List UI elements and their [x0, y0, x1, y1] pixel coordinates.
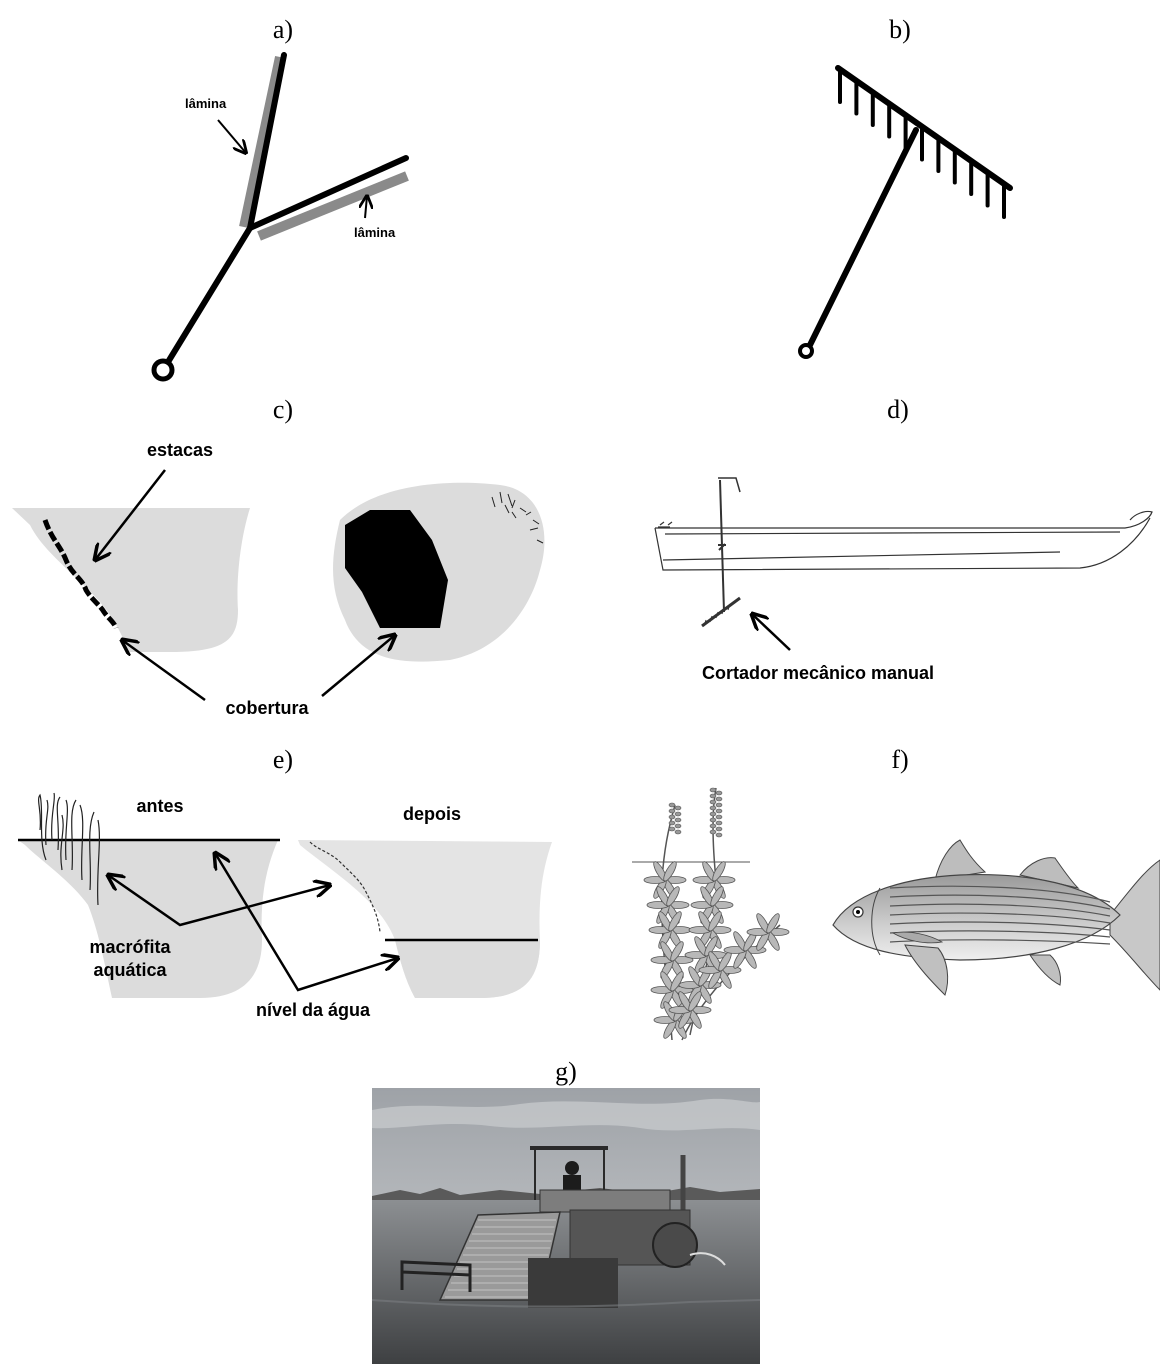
boat: [655, 511, 1152, 570]
panel-c: c) estacas cobertura: [12, 395, 544, 718]
panel-e-label: e): [273, 745, 293, 774]
cutter-arrow: [752, 614, 790, 650]
fish-anal-fin: [1030, 955, 1061, 985]
tool-arm-right: [250, 158, 406, 228]
harvester-photo: [372, 1088, 760, 1364]
flower-bud: [669, 809, 675, 813]
flower-bud: [710, 788, 716, 792]
panel-f: f): [632, 745, 1160, 1040]
panel-b-label: b): [889, 15, 911, 44]
plant-leaves: [644, 860, 789, 1040]
stakes-label: estacas: [147, 440, 213, 460]
flower-bud: [710, 818, 716, 822]
flower-bud: [710, 830, 716, 834]
flower-bud: [716, 833, 722, 837]
macrophyte-label-line2: aquática: [93, 960, 167, 980]
handle-ring: [154, 361, 172, 379]
paddle-wheel: [653, 1223, 697, 1267]
flower-bud: [710, 806, 716, 810]
macrophyte-label-line1: macrófita: [89, 937, 171, 957]
boat-hull: [655, 518, 1150, 570]
flower-bud: [710, 800, 716, 804]
tool-arm-left: [250, 55, 284, 228]
flower-bud: [710, 794, 716, 798]
harvester-pontoon: [528, 1258, 618, 1308]
before-label: antes: [136, 796, 183, 816]
aquatic-plant-illustration: [632, 788, 789, 1040]
panel-d: d) Cortador mecânico manual: [655, 395, 1152, 683]
panel-b: b): [800, 15, 1010, 357]
flower-bud: [675, 830, 681, 834]
flower-bud: [716, 815, 722, 819]
blade-label-right: lâmina: [354, 225, 396, 240]
harvester-deck: [540, 1190, 670, 1212]
water-level-label: nível da água: [256, 1000, 371, 1020]
flower-bud: [716, 809, 722, 813]
flower-bud: [716, 827, 722, 831]
manual-cutter: [702, 478, 740, 626]
panel-f-label: f): [891, 745, 908, 774]
flower-bud: [716, 803, 722, 807]
fish-pupil: [856, 910, 860, 914]
blade-left: [244, 57, 280, 227]
flower-bud: [716, 797, 722, 801]
blade-arrow-left: [218, 120, 246, 153]
panel-a: a) lâmina lâmina: [154, 15, 407, 379]
cover-arrow-right: [322, 635, 395, 696]
panel-g-label: g): [555, 1057, 577, 1086]
panel-c-label: c): [273, 395, 293, 424]
rake-handle-ring: [800, 345, 812, 357]
pond-after-water: [395, 940, 540, 998]
panel-a-label: a): [273, 15, 293, 44]
flower-bud: [669, 803, 675, 807]
operator-head: [565, 1161, 579, 1175]
fish-pelvic-fin: [905, 945, 948, 995]
panel-e: e) antes depois macrófita aquática nível…: [18, 745, 552, 1020]
flower-bud: [710, 812, 716, 816]
flower-bud: [669, 821, 675, 825]
rake-handle: [810, 130, 916, 345]
flower-bud: [675, 812, 681, 816]
fish-illustration: [833, 840, 1160, 995]
flower-bud: [669, 815, 675, 819]
blade-label-left: lâmina: [185, 96, 227, 111]
cutter-blade: [702, 598, 740, 626]
boat-inner-line: [665, 532, 1120, 534]
cutter-label: Cortador mecânico manual: [702, 663, 934, 683]
cover-label: cobertura: [225, 698, 309, 718]
boat-stern-marks: [658, 522, 672, 527]
panel-g: g): [372, 1057, 760, 1364]
flower-bud: [716, 821, 722, 825]
tool-handle: [168, 228, 250, 362]
flower-bud: [716, 791, 722, 795]
flower-bud: [675, 806, 681, 810]
plant-flower-spikes: [669, 788, 722, 837]
flower-bud: [675, 824, 681, 828]
rake-tool: [800, 68, 1010, 357]
boat-gunwale: [655, 511, 1152, 528]
flower-bud: [669, 827, 675, 831]
fish-tail: [1110, 860, 1160, 990]
flower-bud: [675, 818, 681, 822]
after-label: depois: [403, 804, 461, 824]
flower-bud: [710, 824, 716, 828]
blade-arrow-right: [365, 196, 367, 218]
panel-d-label: d): [887, 395, 909, 424]
rake-tines: [840, 69, 1004, 217]
